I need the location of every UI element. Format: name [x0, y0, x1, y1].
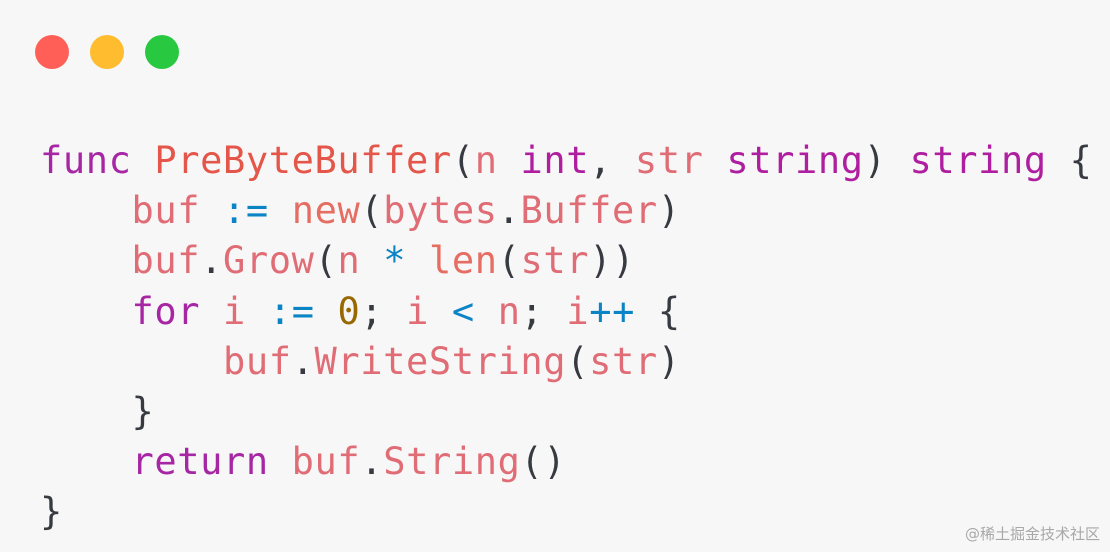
code-token: := [223, 189, 269, 233]
code-line: func PreByteBuffer(n int, str string) st… [40, 136, 1092, 186]
code-token: , [589, 139, 635, 182]
code-token: for [131, 289, 201, 333]
code-token [40, 340, 223, 383]
code-token [40, 189, 132, 232]
code-token: len [429, 239, 498, 283]
code-token: buf [131, 239, 201, 283]
code-token: Grow [223, 239, 315, 283]
code-line: for i := 0; i < n; i++ { [40, 287, 1092, 337]
code-token: ( [566, 339, 590, 383]
code-token: 0 [337, 289, 361, 333]
code-token: . [200, 239, 224, 283]
code-token: . [360, 440, 384, 484]
code-token: str [634, 139, 704, 182]
code-token [315, 290, 338, 333]
code-token: i [406, 289, 430, 333]
code-line: } [40, 387, 1092, 437]
code-token [360, 239, 383, 282]
code-token: )) [589, 239, 635, 283]
code-token: i [566, 289, 590, 333]
code-token: string [909, 139, 1047, 182]
code-token: n [337, 239, 361, 283]
code-token [269, 440, 292, 483]
code-token: i [223, 289, 246, 333]
code-token: PreByteBuffer [154, 139, 452, 182]
window-controls [35, 35, 179, 69]
code-token: * [383, 239, 407, 283]
code-token: ( [314, 239, 338, 283]
code-token: str [589, 339, 658, 383]
code-token [429, 290, 452, 333]
code-token: ) [657, 189, 681, 233]
code-line: buf.WriteString(str) [40, 337, 1092, 387]
code-token: { [635, 289, 681, 333]
code-token [200, 290, 223, 333]
close-button[interactable] [35, 35, 69, 69]
code-token [498, 139, 521, 182]
code-token: WriteString [314, 339, 567, 383]
code-line: return buf.String() [40, 437, 1092, 487]
code-token: new [291, 189, 361, 233]
code-token: ( [497, 239, 521, 283]
code-token: () [520, 440, 567, 484]
code-token [40, 440, 132, 483]
code-block: func PreByteBuffer(n int, str string) st… [40, 136, 1092, 538]
code-token: ++ [589, 289, 636, 333]
code-token: ( [360, 189, 384, 233]
code-token: . [291, 339, 315, 383]
code-token: return [131, 440, 269, 484]
code-token [246, 290, 269, 333]
code-token: := [268, 289, 315, 333]
code-token: ) [863, 139, 910, 182]
code-token [200, 189, 223, 232]
code-token: ) [657, 339, 681, 383]
code-token: buf [131, 189, 201, 233]
code-token: ( [451, 139, 475, 182]
code-token: . [497, 189, 521, 233]
code-token [269, 189, 292, 232]
code-token [132, 139, 155, 182]
code-token: buf [223, 339, 292, 383]
code-token [406, 239, 429, 282]
code-line: } [40, 487, 1092, 537]
code-token [704, 139, 727, 182]
code-token: string [726, 139, 864, 182]
code-token: func [40, 139, 132, 182]
maximize-button[interactable] [145, 35, 179, 69]
code-line: buf.Grow(n * len(str)) [40, 236, 1092, 286]
code-token: ; [360, 289, 407, 333]
code-token [475, 290, 498, 333]
code-token: { [1046, 139, 1093, 182]
code-token [40, 290, 132, 333]
code-token [40, 239, 132, 282]
minimize-button[interactable] [90, 35, 124, 69]
code-token: } [40, 389, 155, 433]
code-token: String [383, 440, 521, 484]
code-token: ; [520, 289, 567, 333]
code-token: Buffer [520, 189, 658, 233]
code-token: } [40, 490, 63, 534]
code-token: str [520, 239, 590, 283]
code-line: buf := new(bytes.Buffer) [40, 186, 1092, 236]
code-token: n [497, 289, 521, 333]
code-token: buf [291, 440, 361, 484]
code-token: int [520, 139, 590, 182]
watermark: @稀土掘金技术社区 [964, 525, 1100, 543]
code-token: < [451, 289, 475, 333]
code-token: n [474, 139, 498, 182]
code-token: bytes [383, 189, 498, 233]
